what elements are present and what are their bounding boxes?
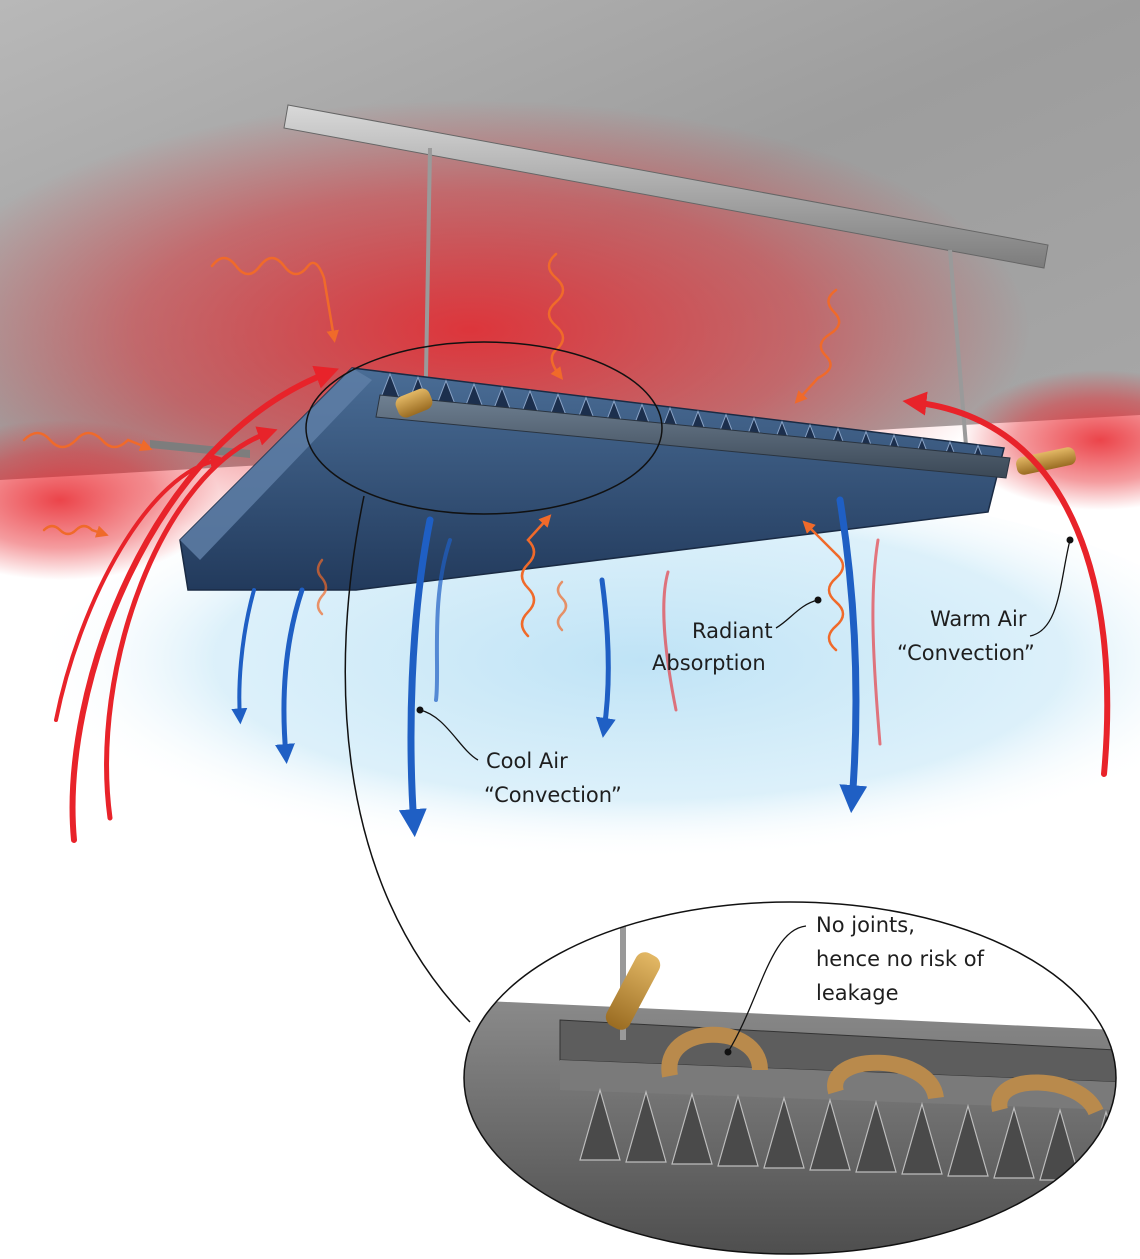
pipe-inlet: [395, 388, 433, 418]
detail-label-line3: leakage: [816, 981, 899, 1005]
u-bend: [991, 1074, 1104, 1116]
warm-air-arrows: [54, 365, 1111, 843]
radiant-heat-arrows: [22, 252, 845, 652]
detail-connector: [344, 495, 471, 1023]
detail-leader: [727, 925, 807, 1053]
u-bend: [827, 1054, 944, 1101]
detail-leader-dot: [724, 1048, 732, 1056]
hanger-rod: [948, 249, 970, 471]
pipe-outlet: [1016, 447, 1076, 475]
panel-side: [180, 368, 372, 560]
detail-label-line1: No joints,: [816, 913, 915, 937]
detail-fin: [855, 1099, 897, 1173]
cool-air-arrows: [231, 496, 868, 838]
warm-label-line2: “Convection”: [897, 641, 1035, 665]
header-pipe: [375, 394, 1011, 479]
cool-label-line1: Cool Air: [486, 749, 568, 773]
cool-leader-dot: [416, 706, 424, 714]
warm-label-line1: Warm Air: [930, 607, 1027, 631]
detail-fin: [671, 1091, 713, 1165]
radiant-leader: [775, 599, 819, 629]
detail-fin: [717, 1093, 759, 1167]
radiant-label-line1: Radiant: [692, 619, 773, 643]
detail-fin: [625, 1089, 667, 1163]
cool-label-line2: “Convection”: [484, 783, 622, 807]
detail-frame: [463, 901, 1117, 1255]
detail-fin: [993, 1105, 1035, 1179]
detail-fin: [947, 1103, 989, 1177]
detail-label-line2: hence no risk of: [816, 947, 985, 971]
radiant-leader-dot: [814, 596, 822, 604]
warm-leader-dot: [1066, 536, 1074, 544]
u-bend: [661, 1026, 768, 1078]
detail-fin: [579, 1087, 621, 1161]
detail-view: [464, 902, 1116, 1254]
detail-fin: [809, 1097, 851, 1171]
cool-leader: [419, 709, 479, 761]
detail-focus-ring: [305, 341, 663, 515]
fin: [435, 379, 457, 407]
ceiling-rail: [283, 104, 1049, 269]
fin: [379, 372, 401, 401]
detail-fin: [763, 1095, 805, 1169]
detail-fin: [901, 1101, 943, 1175]
radiant-label-line2: Absorption: [652, 651, 766, 675]
warm-zone-glow-left: [0, 420, 220, 580]
warm-leader: [1029, 539, 1071, 637]
